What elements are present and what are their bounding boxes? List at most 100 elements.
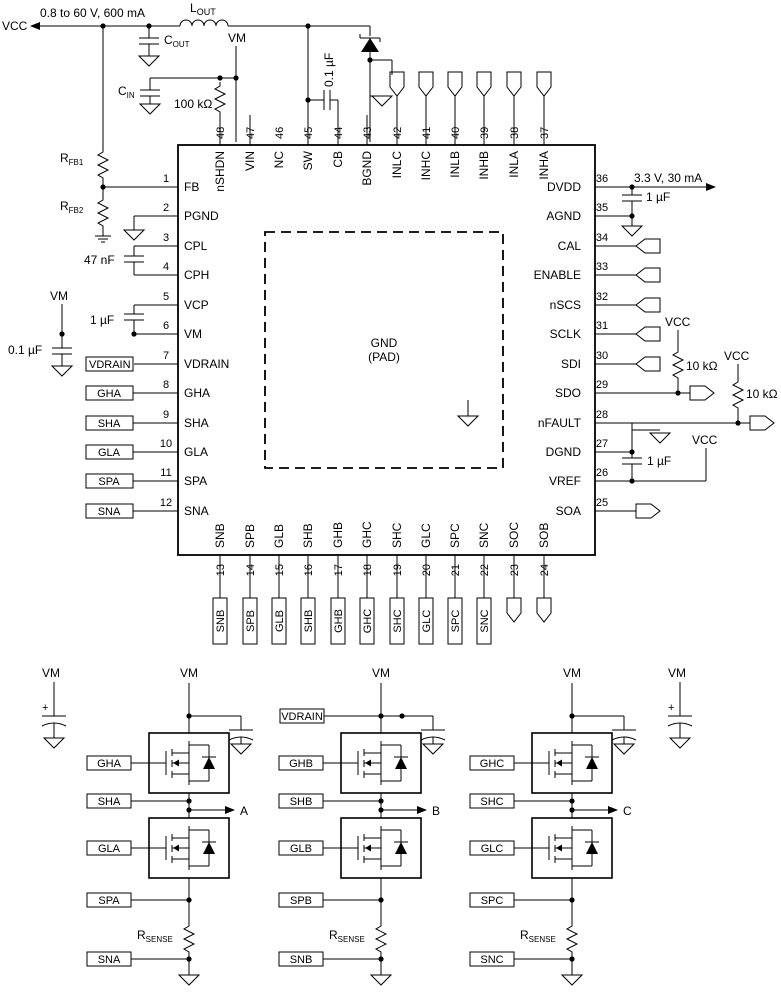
svg-text:34: 34 (596, 232, 608, 244)
svg-text:SHC: SHC (392, 609, 404, 632)
vcc-spec-label: 0.8 to 60 V, 600 mA (40, 6, 145, 20)
svg-text:RSENSE: RSENSE (329, 928, 365, 944)
c1u-dvdd-label: 1 µF (646, 190, 670, 204)
ic-pins: 1FB2PGND3CPL4CPH5VCP6VM7VDRAIN8GHAGHA9SH… (85, 71, 775, 645)
svg-text:47: 47 (245, 127, 257, 139)
svg-text:SPB: SPB (290, 895, 312, 907)
svg-text:GLA: GLA (98, 447, 121, 459)
svg-text:SNB: SNB (213, 523, 227, 548)
svg-text:SW: SW (301, 150, 315, 170)
svg-text:SHB: SHB (290, 796, 313, 808)
c1u-vcp-label: 1 µF (90, 313, 114, 327)
svg-text:3: 3 (163, 232, 169, 244)
bulk-cap-right: VM + (667, 666, 693, 749)
svg-text:CAL: CAL (558, 239, 582, 253)
svg-text:BGND: BGND (360, 151, 374, 186)
svg-text:6: 6 (163, 320, 169, 332)
vcc-fault-label: VCC (724, 349, 750, 363)
svg-text:GLB: GLB (272, 524, 286, 548)
svg-text:SNC: SNC (479, 609, 491, 632)
svg-text:SPB: SPB (243, 524, 257, 548)
svg-text:44: 44 (333, 127, 345, 139)
svg-text:SNA: SNA (184, 504, 209, 518)
svg-text:14: 14 (245, 564, 257, 576)
svg-text:C: C (623, 804, 632, 818)
svg-text:VM: VM (372, 666, 390, 680)
svg-text:VIN: VIN (243, 151, 257, 171)
svg-text:GHA: GHA (97, 388, 122, 400)
svg-text:13: 13 (215, 564, 227, 576)
vcc-out-label: VCC (2, 19, 28, 33)
svg-text:CPL: CPL (184, 239, 208, 253)
svg-text:GHA: GHA (97, 758, 122, 770)
svg-text:12: 12 (160, 497, 172, 509)
rfb2-label: RFB2 (60, 199, 84, 215)
svg-text:SNB: SNB (215, 610, 227, 633)
dvdd-spec-label: 3.3 V, 30 mA (634, 171, 702, 185)
svg-text:1: 1 (163, 173, 169, 185)
r100k-label: 100 kΩ (174, 97, 212, 111)
svg-text:GLB: GLB (274, 610, 286, 632)
svg-text:SNA: SNA (98, 954, 121, 966)
dvdd-arrow-icon (706, 183, 716, 191)
svg-text:SHC: SHC (480, 796, 503, 808)
svg-text:SPA: SPA (184, 474, 207, 488)
svg-text:RSENSE: RSENSE (520, 928, 556, 944)
svg-text:46: 46 (274, 127, 286, 139)
r10k-sdo-label: 10 kΩ (686, 359, 718, 373)
svg-text:GHC: GHC (362, 609, 374, 634)
rfb1-label: RFB1 (60, 151, 84, 167)
svg-text:NC: NC (272, 151, 286, 169)
svg-text:SDO: SDO (555, 386, 581, 400)
svg-text:SPC: SPC (450, 610, 462, 633)
lout-label: LOUT (190, 1, 216, 17)
svg-text:CPH: CPH (184, 268, 209, 282)
svg-text:VDRAIN: VDRAIN (281, 711, 323, 723)
pad-label: GND (371, 336, 398, 350)
cin-label: CIN (118, 84, 135, 100)
svg-text:SOB: SOB (537, 523, 551, 548)
svg-text:GHB: GHB (331, 522, 345, 548)
svg-text:39: 39 (479, 127, 491, 139)
svg-text:40: 40 (450, 127, 462, 139)
svg-text:10: 10 (160, 438, 172, 450)
svg-text:CB: CB (331, 151, 345, 168)
svg-text:GHA: GHA (184, 386, 210, 400)
svg-text:31: 31 (596, 320, 608, 332)
svg-text:36: 36 (596, 173, 608, 185)
svg-text:43: 43 (362, 127, 374, 139)
svg-text:SPB: SPB (245, 610, 257, 632)
svg-text:GHC: GHC (360, 521, 374, 548)
ic-body (177, 144, 596, 556)
svg-text:45: 45 (303, 127, 315, 139)
svg-text:FB: FB (184, 180, 199, 194)
pad-ground-icon (457, 400, 479, 427)
svg-text:7: 7 (163, 350, 169, 362)
svg-text:nSCS: nSCS (550, 298, 581, 312)
svg-text:B: B (432, 804, 440, 818)
